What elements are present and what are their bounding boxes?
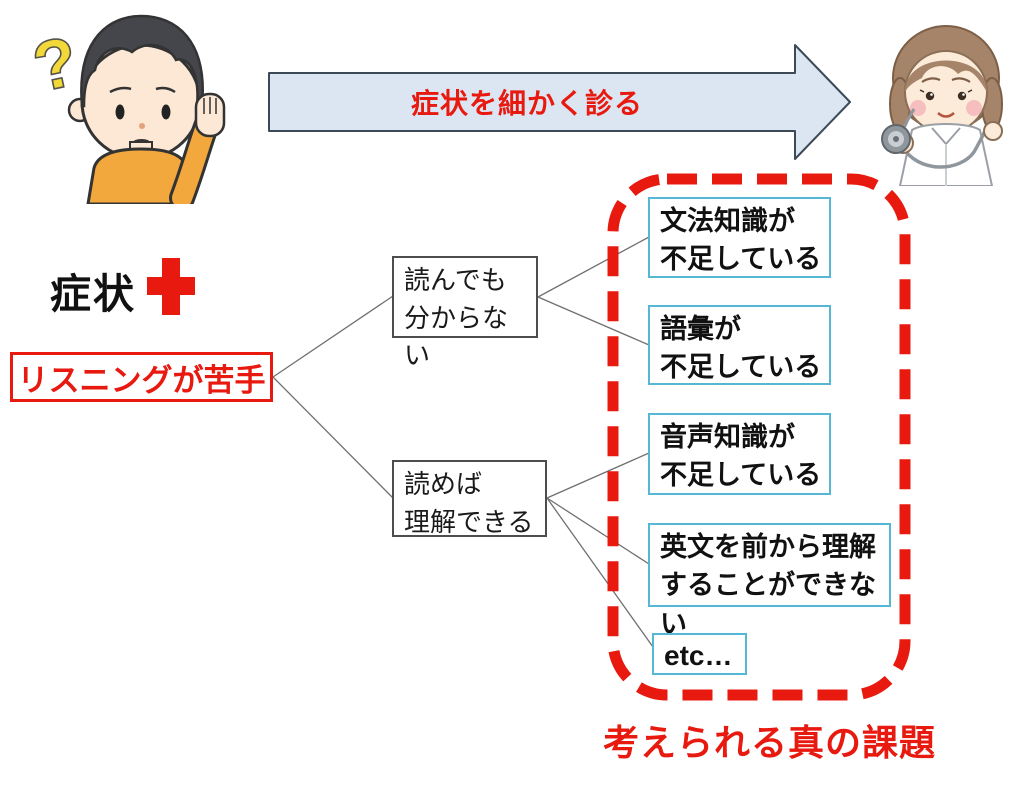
svg-text:?: ? <box>26 22 84 107</box>
cause-line: 英文を前から理解 <box>660 532 876 562</box>
cause-line: 語彙が <box>660 314 741 344</box>
mid-node-line: 理解できる <box>404 506 534 537</box>
mid-node-line: 読めば <box>404 469 483 499</box>
mid-node-can-understand-reading: 読めば 理解できる <box>392 460 547 537</box>
cause-line: することができない <box>660 570 876 639</box>
mid-node-line: 分からない <box>404 302 509 371</box>
process-arrow: 症状を細かく診る <box>268 44 852 160</box>
arrow-label: 症状を細かく診る <box>410 88 643 119</box>
cause-line: 不足している <box>660 460 822 491</box>
true-causes-caption: 考えられる真の課題 <box>603 722 937 763</box>
cause-line: 不足している <box>660 244 822 275</box>
cause-node-grammar: 文法知識が 不足している <box>648 197 831 278</box>
cause-line: etc… <box>664 640 733 671</box>
confused-boy-illustration: ? <box>26 14 226 204</box>
mid-node-cannot-understand-reading: 読んでも 分からない <box>392 256 538 370</box>
cause-node-etc: etc… <box>652 633 747 675</box>
boy-hand <box>194 92 226 138</box>
red-cross-icon <box>147 258 195 315</box>
symptom-node-label: リスニングが苦手 <box>17 362 266 398</box>
question-mark-icon: ? <box>26 21 86 108</box>
stethoscope-chestpiece <box>881 124 911 154</box>
cause-line: 音声知識が <box>660 422 795 452</box>
cause-line: 文法知識が <box>660 206 795 236</box>
cause-node-phonetics: 音声知識が 不足している <box>648 413 831 495</box>
cause-node-linear-comprehension: 英文を前から理解 することができない <box>648 523 891 639</box>
doctor-illustration <box>881 25 1003 186</box>
symptom-node-listening: リスニングが苦手 <box>10 352 273 402</box>
mid-node-line: 読んでも <box>404 265 507 295</box>
cause-node-vocabulary: 語彙が 不足している <box>648 305 831 385</box>
symptom-heading: 症状 <box>50 271 136 317</box>
boy-hair <box>80 14 204 108</box>
cause-line: 不足している <box>660 352 822 383</box>
